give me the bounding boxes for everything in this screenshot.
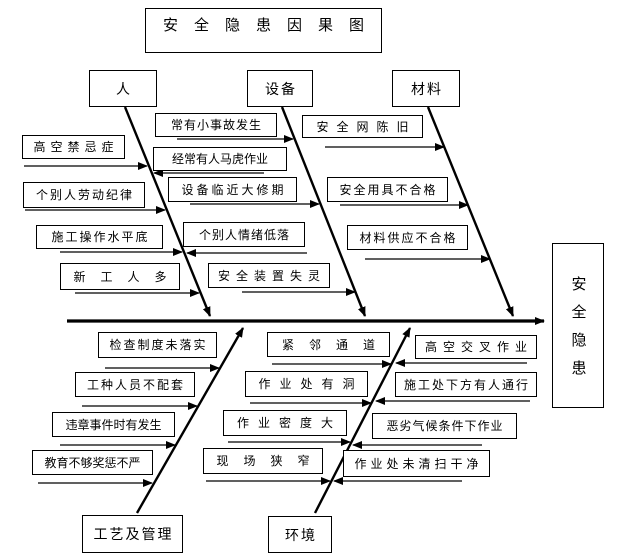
cause-box-middle-1: 常有小事故发生 bbox=[155, 113, 277, 137]
cause-box-envright-4: 作业处未清扫干净 bbox=[343, 450, 490, 477]
cause-box-middle-5: 安全装置失灵 bbox=[208, 263, 330, 288]
cause-box-management-4: 教育不够奖惩不严 bbox=[32, 450, 153, 475]
category-box-environment: 环境 bbox=[268, 516, 332, 553]
cause-box-material-3: 材料供应不合格 bbox=[347, 225, 468, 250]
cause-box-middle-2: 经常有人马虎作业 bbox=[153, 147, 287, 171]
cause-box-middle-4: 个别人情绪低落 bbox=[183, 222, 305, 247]
category-box-equipment: 设备 bbox=[247, 70, 313, 107]
cause-box-person-1: 高空禁忌症 bbox=[22, 135, 125, 159]
cause-box-material-2: 安全用具不合格 bbox=[327, 177, 448, 202]
cause-box-person-2: 个别人劳动纪律 bbox=[23, 182, 145, 208]
category-box-material: 材料 bbox=[392, 70, 460, 107]
diagram-title: 安全隐患因果图 bbox=[145, 8, 382, 53]
category-box-person: 人 bbox=[89, 70, 157, 107]
cause-box-middle-3: 设备临近大修期 bbox=[168, 177, 297, 202]
effect-box: 安全隐患 bbox=[552, 243, 604, 408]
branch-line-material bbox=[426, 106, 515, 317]
cause-box-material-1: 安全网陈旧 bbox=[302, 115, 423, 138]
cause-box-envright-3: 恶劣气候条件下作业 bbox=[372, 413, 517, 439]
cause-box-person-3: 施工操作水平底 bbox=[36, 225, 163, 249]
cause-box-envright-2: 施工处下方有人通行 bbox=[395, 372, 537, 397]
cause-box-management-1: 检查制度未落实 bbox=[98, 332, 217, 358]
cause-box-envleft-4: 现场狭窄 bbox=[203, 448, 323, 474]
cause-box-envleft-3: 作业密度大 bbox=[223, 410, 347, 436]
cause-box-envleft-1: 紧邻通道 bbox=[267, 332, 390, 357]
cause-box-envleft-2: 作业处有洞 bbox=[245, 371, 368, 397]
category-box-management: 工艺及管理 bbox=[82, 515, 183, 553]
cause-box-person-4: 新工人多 bbox=[60, 263, 180, 290]
cause-box-management-2: 工种人员不配套 bbox=[75, 372, 195, 397]
cause-box-management-3: 违章事件时有发生 bbox=[52, 412, 175, 437]
cause-box-envright-1: 高空交叉作业 bbox=[415, 335, 537, 359]
